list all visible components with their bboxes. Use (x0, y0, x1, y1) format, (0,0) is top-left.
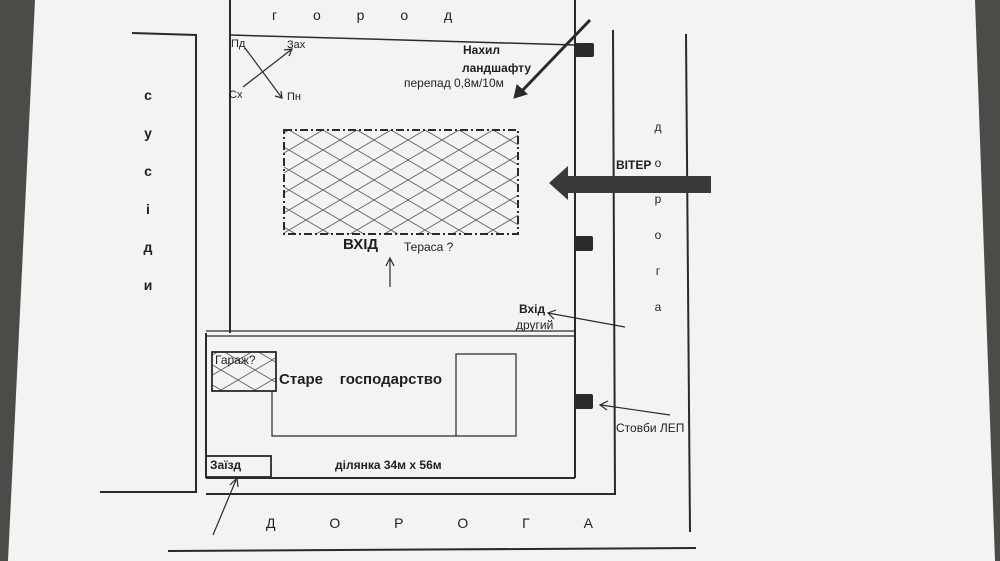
slope-title-line1: Нахил (463, 43, 501, 57)
driveway-arrow (212, 476, 239, 536)
slope-title-line2: ландшафту (462, 61, 532, 75)
old-farm-buildings (271, 353, 517, 437)
compass-label-pn: Пн (287, 91, 301, 103)
garage-box (211, 351, 277, 392)
plot-size-label: ділянка 34м х 56м (335, 458, 442, 472)
second-entrance-label-2: другий (516, 318, 554, 332)
neighbors-boundary (100, 32, 197, 493)
old-farm-label: Старе господарство (279, 371, 442, 388)
second-entrance-arrow (546, 309, 626, 328)
entrance-arrow (385, 256, 395, 287)
house-footprint (283, 129, 519, 235)
power-poles (575, 43, 594, 409)
driveway-box (205, 455, 272, 478)
wind-arrow (549, 166, 711, 200)
garage-label: Гараж? (215, 353, 256, 367)
divider-line (206, 330, 575, 337)
right-road-outer-line (685, 33, 691, 533)
left-neighbors-text: сусіди (140, 87, 156, 315)
right-road-text: дорога (651, 120, 665, 336)
left-neighbors-label: сусіди (138, 87, 158, 315)
slope-arrow (513, 18, 592, 99)
top-street-line (229, 34, 576, 46)
bottom-road-outer-line (167, 547, 697, 552)
paper-sheet (8, 0, 995, 561)
driveway-label: Заїзд (210, 458, 242, 472)
compass-label-pd: Пд (231, 38, 246, 50)
compass-rose (242, 47, 293, 99)
wind-label: ВІТЕР (616, 158, 652, 172)
power-poles-arrow (598, 400, 671, 416)
bottom-road-label: Д О Р О Г А (266, 515, 593, 531)
power-poles-label: Стовби ЛЕП (616, 421, 685, 435)
compass-label-skh: Сх (229, 89, 243, 101)
compass-label-zakh: Зах (287, 39, 306, 51)
terrace-label: Тераса ? (404, 240, 454, 254)
main-entrance-label: ВХІД (343, 236, 379, 253)
slope-value: перепад 0,8м/10м (404, 76, 504, 90)
second-entrance-label-1: Вхід (519, 302, 546, 316)
top-street-label: г о р о д (272, 7, 453, 23)
right-road-inner-line (612, 29, 616, 496)
right-road-label: дорога (648, 120, 668, 336)
